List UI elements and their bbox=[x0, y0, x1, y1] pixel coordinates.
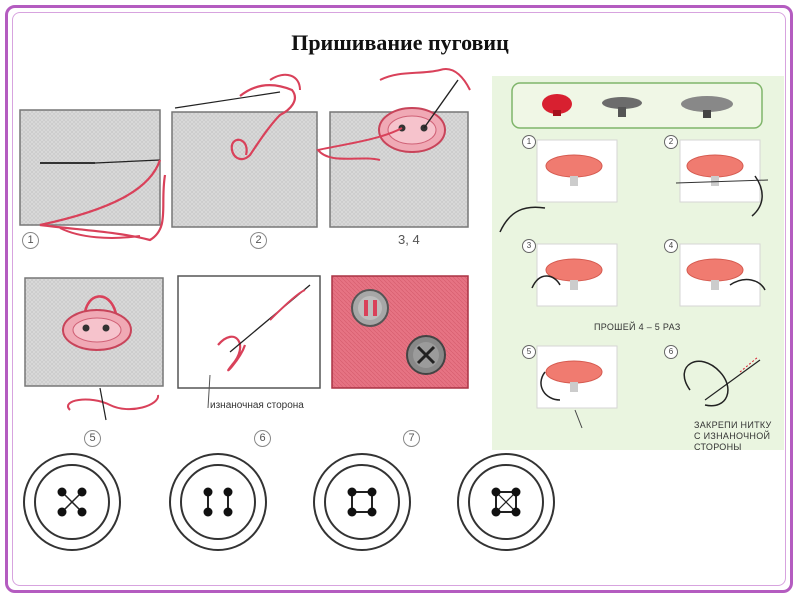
step-label-3-4: 3, 4 bbox=[398, 232, 420, 247]
right-step-3: 3 bbox=[522, 239, 536, 253]
step-1-illustration bbox=[19, 109, 167, 242]
step-label-1: 1 bbox=[22, 232, 39, 249]
step-label-7: 7 bbox=[403, 430, 420, 447]
step-6-illustration bbox=[177, 275, 321, 409]
gray-button-sample bbox=[602, 97, 642, 117]
needle-icon bbox=[94, 159, 161, 164]
thread-icon bbox=[39, 159, 167, 242]
right-card-1 bbox=[499, 139, 618, 233]
right-step-6: 6 bbox=[664, 345, 678, 359]
step-label-2: 2 bbox=[250, 232, 267, 249]
red-button-sample bbox=[542, 94, 572, 116]
right-step-1: 1 bbox=[522, 135, 536, 149]
step-5-illustration bbox=[24, 277, 164, 421]
right-card-5 bbox=[536, 345, 618, 429]
right-card-2 bbox=[675, 139, 769, 217]
step-2-illustration bbox=[171, 73, 318, 228]
repeat-stitch-caption: ПРОШЕЙ 4 – 5 РАЗ bbox=[594, 322, 681, 332]
slide-frame-inner bbox=[12, 12, 786, 586]
thread-icon bbox=[230, 84, 296, 161]
fix-thread-caption-line1: ЗАКРЕПИ НИТКУ bbox=[694, 420, 772, 430]
needle-icon bbox=[423, 79, 459, 129]
bottom-buttons-row bbox=[22, 452, 555, 567]
button-diagram-square-cross bbox=[457, 453, 555, 551]
right-card-6 bbox=[683, 356, 761, 407]
right-card-3 bbox=[531, 243, 618, 307]
thread-icon bbox=[316, 127, 403, 161]
thread-icon bbox=[217, 335, 247, 372]
fix-thread-caption-line2: С ИЗНАНОЧНОЙ bbox=[694, 431, 771, 441]
button-diagram-cross bbox=[23, 453, 121, 551]
right-step-5: 5 bbox=[522, 345, 536, 359]
needle-icon bbox=[99, 387, 107, 421]
step-3-4-illustration bbox=[316, 68, 471, 228]
dark-button-sample bbox=[681, 96, 733, 118]
step-7-illustration bbox=[331, 275, 469, 389]
step-label-6: 6 bbox=[254, 430, 271, 447]
fix-thread-caption-line3: СТОРОНЫ bbox=[694, 442, 742, 452]
right-card-4 bbox=[679, 243, 766, 307]
wrong-side-caption: изнаночная сторона bbox=[210, 400, 304, 411]
right-step-4: 4 bbox=[664, 239, 678, 253]
slide-frame bbox=[5, 5, 793, 593]
button-diagram-square bbox=[313, 453, 411, 551]
slide-title: Пришивание пуговиц bbox=[291, 30, 509, 55]
needle-icon bbox=[174, 91, 281, 109]
step-label-5: 5 bbox=[84, 430, 101, 447]
right-step-2: 2 bbox=[664, 135, 678, 149]
button-diagram-parallel bbox=[169, 453, 267, 551]
